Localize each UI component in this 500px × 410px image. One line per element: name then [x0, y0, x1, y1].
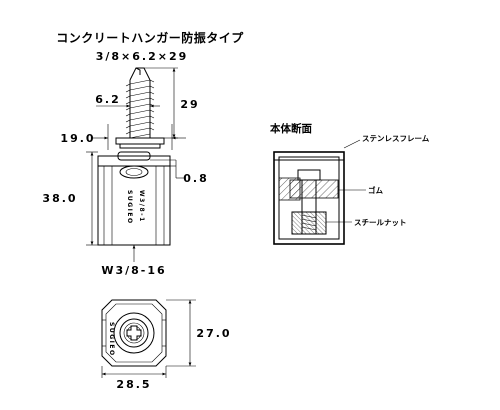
cross-section	[273, 151, 345, 245]
thread-label: W3/8-16	[101, 264, 166, 277]
dim-29-label: 29	[180, 98, 199, 111]
thread-callout: W3/8-16	[101, 245, 166, 277]
dim-gap: 0.8	[150, 159, 209, 185]
drawing-title: コンクリートハンガー防振タイプ	[56, 30, 244, 45]
dim-38-label: 38.0	[42, 192, 77, 205]
section-title: 本体断面	[270, 122, 312, 135]
base-text-brand: SUGIEO	[108, 322, 115, 357]
section-label-frame: ステンレスフレーム	[343, 134, 430, 149]
section-label-rubber: ゴム	[338, 185, 383, 195]
dim-washer: 19.0	[60, 124, 186, 150]
dim-6-2-label: 6.2	[95, 93, 121, 106]
dim-screw-diameter: 6.2	[95, 93, 160, 108]
svg-text:ステンレスフレーム: ステンレスフレーム	[362, 134, 430, 143]
drawing-subtitle: 3/8×6.2×29	[96, 50, 189, 63]
hanger-body-front: SUGIEO W3/8-1	[97, 151, 171, 246]
dim-width: 28.5	[101, 366, 167, 391]
body-text-brand: SUGIEO	[126, 190, 133, 225]
hanger-base-view: SUGIEO	[101, 299, 167, 367]
svg-text:ゴム: ゴム	[368, 185, 383, 195]
dim-depth: 27.0	[166, 299, 231, 367]
dim-19-label: 19.0	[60, 132, 95, 145]
screw	[115, 67, 165, 149]
dim-27-label: 27.0	[196, 327, 231, 340]
dim-0-8-label: 0.8	[183, 172, 209, 185]
body-text-size: W3/8-1	[138, 190, 145, 223]
section-label-nut: スチールナット	[326, 218, 407, 227]
svg-text:スチールナット: スチールナット	[354, 218, 407, 227]
dim-28-5-label: 28.5	[116, 378, 151, 391]
dim-body-height: 38.0	[42, 151, 98, 246]
